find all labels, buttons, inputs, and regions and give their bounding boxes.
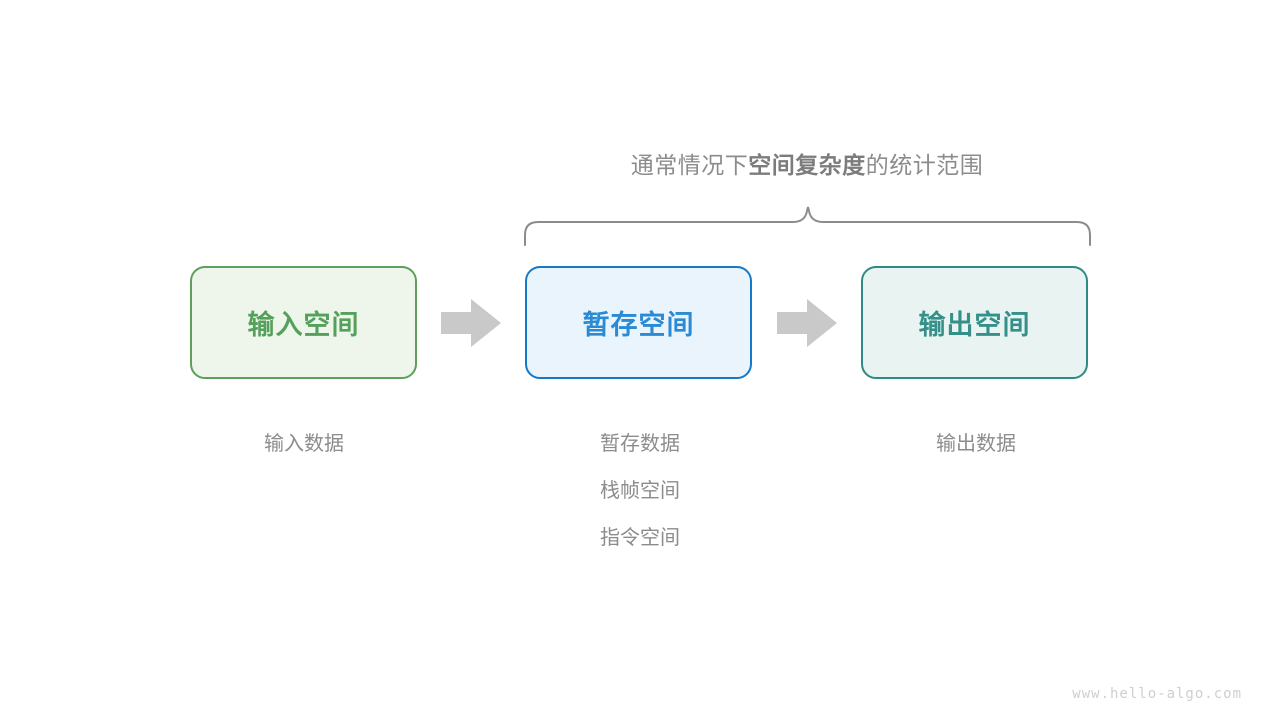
stage-box-input-label: 输入空间 (247, 310, 360, 340)
arrow-right-icon (441, 299, 501, 347)
stage-box-buffer-label: 暂存空间 (582, 310, 695, 340)
stage-box-output[interactable]: 输出空间 (861, 266, 1088, 379)
note-line: 输入数据 (264, 433, 344, 455)
stage-box-input[interactable]: 输入空间 (190, 266, 417, 379)
curly-brace-icon (524, 206, 1091, 246)
notes-buffer: 暂存数据 栈帧空间 指令空间 (520, 421, 760, 562)
scope-caption-suffix: 的统计范围 (865, 152, 984, 178)
scope-caption: 通常情况下空间复杂度的统计范围 (0, 146, 1280, 180)
watermark: www.hello-algo.com (1072, 686, 1242, 702)
note-line: 输出数据 (936, 433, 1016, 455)
notes-output: 输出数据 (856, 421, 1096, 468)
note-line: 暂存数据 (600, 433, 680, 455)
stage-box-output-label: 输出空间 (918, 310, 1031, 340)
scope-caption-prefix: 通常情况下 (630, 152, 749, 178)
arrow-right-icon (777, 299, 837, 347)
scope-caption-emphasis: 空间复杂度 (748, 152, 866, 178)
notes-input: 输入数据 (184, 421, 424, 468)
stage-box-buffer[interactable]: 暂存空间 (525, 266, 752, 379)
note-line: 栈帧空间 (600, 480, 680, 502)
note-line: 指令空间 (600, 527, 680, 549)
